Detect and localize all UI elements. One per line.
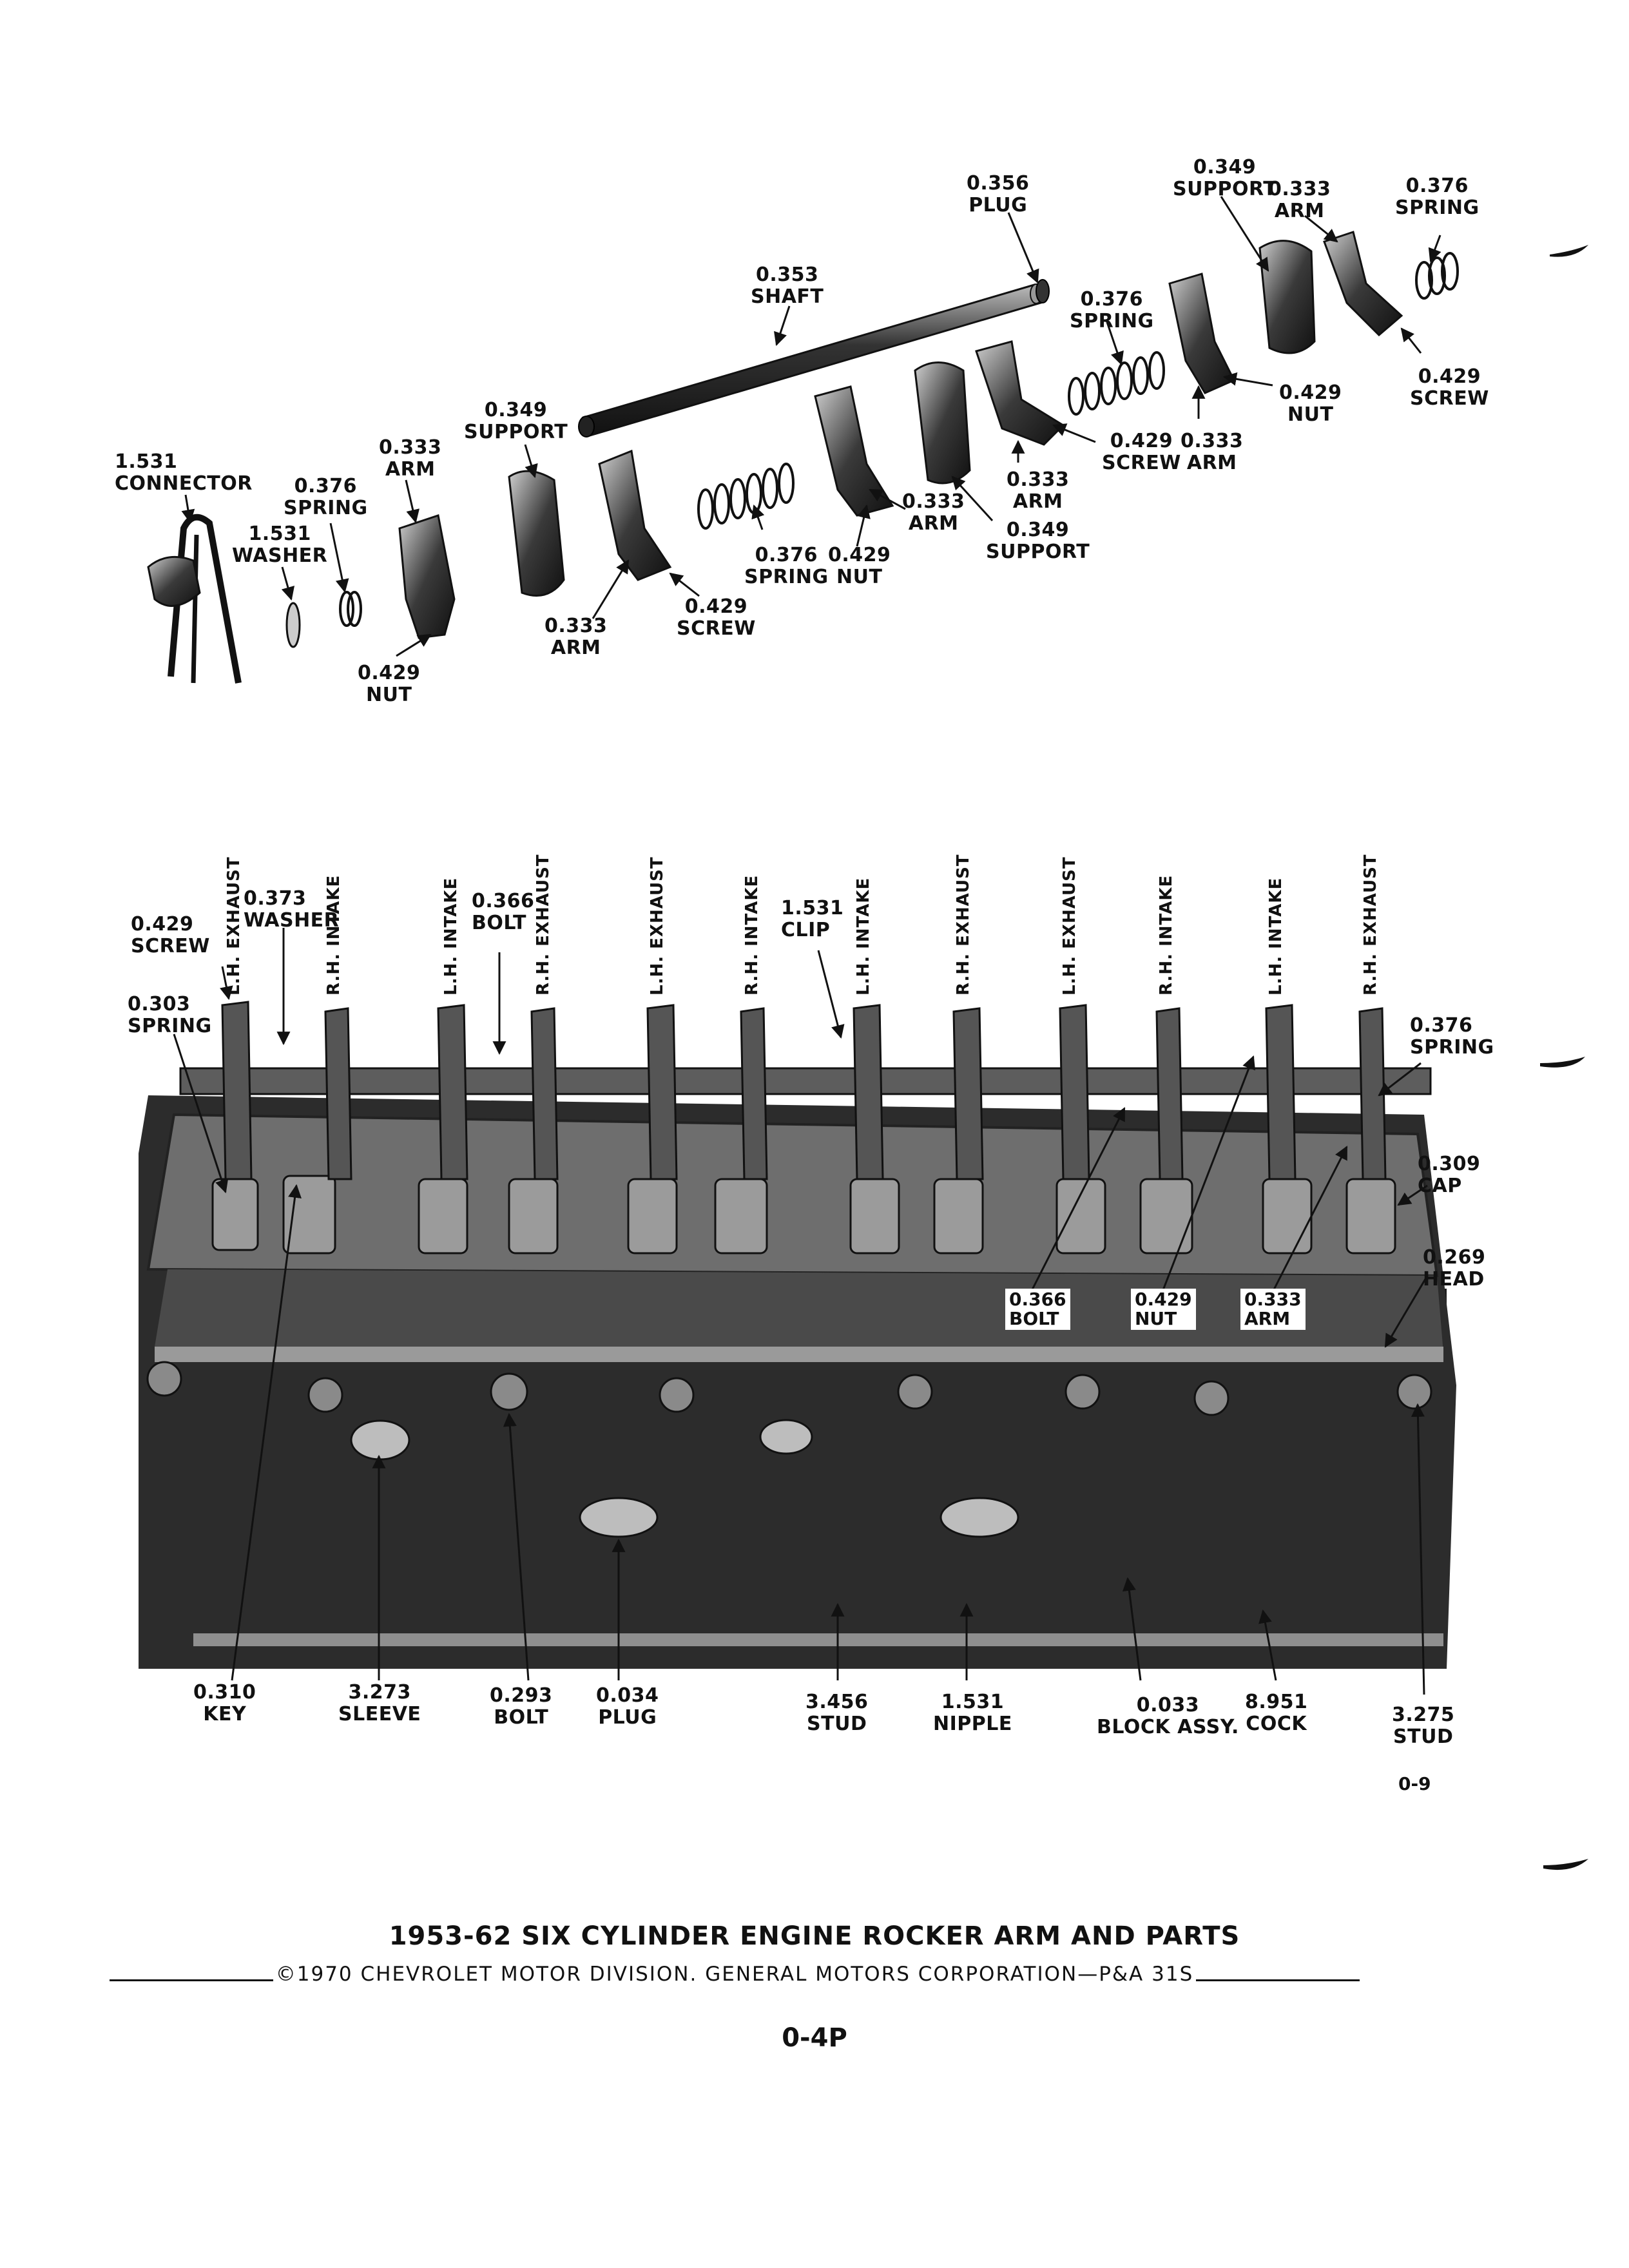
rocker-arm-part	[398, 514, 456, 639]
valve-label: R.H. EXHAUST	[1361, 854, 1380, 995]
valve-label: R.H. INTAKE	[742, 874, 762, 995]
rule-left	[110, 1979, 273, 1981]
page-number: 0-4P	[782, 2023, 847, 2053]
leader-lines	[181, 196, 1441, 657]
plug-part	[1036, 279, 1050, 303]
support-part	[1258, 240, 1316, 354]
connector-part	[168, 514, 242, 684]
valve-label: L.H. EXHAUST	[648, 856, 667, 995]
head-bolts	[146, 1361, 1432, 1416]
rocker-arm-part	[1168, 273, 1236, 394]
valve-label: L.H. INTAKE	[441, 877, 461, 995]
washer-part	[285, 602, 301, 648]
valve-label: L.H. EXHAUST	[224, 856, 244, 995]
coil-spring-part	[1068, 351, 1165, 416]
support-part	[914, 361, 971, 485]
binder-marks	[1540, 245, 1588, 1870]
coil-spring-part	[697, 463, 795, 530]
rocker-arm-part	[975, 340, 1065, 446]
valve-label: R.H. INTAKE	[1157, 874, 1176, 995]
core-plugs	[350, 1419, 1019, 1538]
rocker-arm-part	[814, 385, 894, 517]
engine-leader-lines	[173, 928, 1429, 1695]
connector-block	[147, 555, 201, 607]
rocker-arm-part	[598, 449, 672, 581]
rule-right	[1196, 1979, 1360, 1981]
engine-head-photo	[139, 1067, 1456, 1669]
valve-label: L.H. INTAKE	[1266, 877, 1286, 995]
small-spring-part	[339, 591, 362, 627]
rocker-arm-part	[1323, 231, 1403, 337]
copyright-text: ©1970 CHEVROLET MOTOR DIVISION. GENERAL …	[275, 1963, 1194, 1986]
rocker-shaft-installed	[179, 1067, 1432, 1095]
figure-number: 0-9	[1398, 1773, 1431, 1794]
coil-spring-part	[1415, 252, 1459, 300]
valve-spring-set	[211, 1175, 1396, 1254]
valve-label: L.H. INTAKE	[854, 877, 873, 995]
page-title: 1953-62 SIX CYLINDER ENGINE ROCKER ARM A…	[389, 1921, 1240, 1951]
valve-label: R.H. EXHAUST	[954, 854, 973, 995]
valve-label: R.H. EXHAUST	[534, 854, 553, 995]
valve-label: L.H. EXHAUST	[1060, 856, 1079, 995]
support-part	[508, 470, 565, 597]
rocker-arm-set	[221, 1001, 1387, 1180]
copyright-line: ©1970 CHEVROLET MOTOR DIVISION. GENERAL …	[110, 1963, 1360, 1986]
